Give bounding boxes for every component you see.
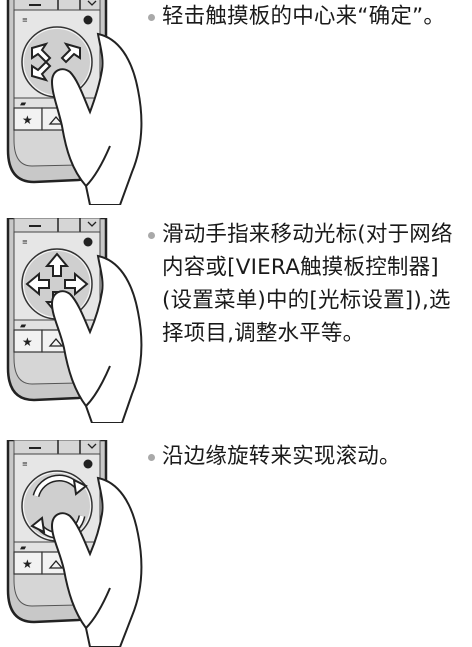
instruction-slide: 滑动手指来移动光标(对于网络内容或[VIERA触摸板控制器](设置菜单)中的[光… (148, 218, 468, 350)
bullet-icon (148, 454, 155, 461)
hand (50, 476, 143, 647)
svg-text:≡: ≡ (22, 460, 28, 468)
instruction-tap: 轻击触摸板的中心来“确定”。 (148, 0, 468, 33)
svg-text:≡: ≡ (22, 16, 28, 24)
small-button-icons: ≡ ▰ ★ (20, 221, 97, 349)
small-button-icons: ≡ ▰ ★ (20, 0, 97, 127)
bullet-icon (148, 14, 155, 21)
hand (50, 254, 143, 423)
slide-illustration: ≡ ▰ ★ (6, 218, 143, 423)
instruction-text: 沿边缘旋转来实现滚动。 (162, 444, 401, 469)
small-button-icons: ≡ ▰ ★ (20, 443, 97, 571)
rotate-illustration: ≡ ▰ ★ (6, 440, 143, 647)
svg-text:★: ★ (22, 557, 33, 571)
svg-text:★: ★ (22, 113, 33, 127)
instruction-text: 滑动手指来移动光标(对于网络内容或[VIERA触摸板控制器](设置菜单)中的[光… (162, 222, 453, 346)
tap-center-illustration: ≡ ▰ ★ (6, 0, 143, 205)
svg-text:▰: ▰ (20, 99, 27, 108)
svg-text:★: ★ (22, 335, 33, 349)
hand (50, 32, 143, 205)
instruction-rotate: 沿边缘旋转来实现滚动。 (148, 440, 468, 473)
bullet-icon (148, 232, 155, 239)
svg-text:≡: ≡ (22, 238, 28, 246)
svg-text:▰: ▰ (20, 543, 27, 552)
step-tap: ≡ ▰ ★ 轻击触摸板的中心来“确定”。 (0, 0, 472, 205)
step-rotate: ≡ ▰ ★ 沿边缘旋转来实现滚动。 (0, 440, 472, 647)
svg-text:▰: ▰ (20, 321, 27, 330)
tap-center-icon (31, 42, 81, 82)
step-slide: ≡ ▰ ★ 滑动手指来移动光标(对于网络内容或[VIERA触摸板控制器](设置菜… (0, 218, 472, 423)
instruction-text: 轻击触摸板的中心来“确定”。 (162, 4, 446, 29)
